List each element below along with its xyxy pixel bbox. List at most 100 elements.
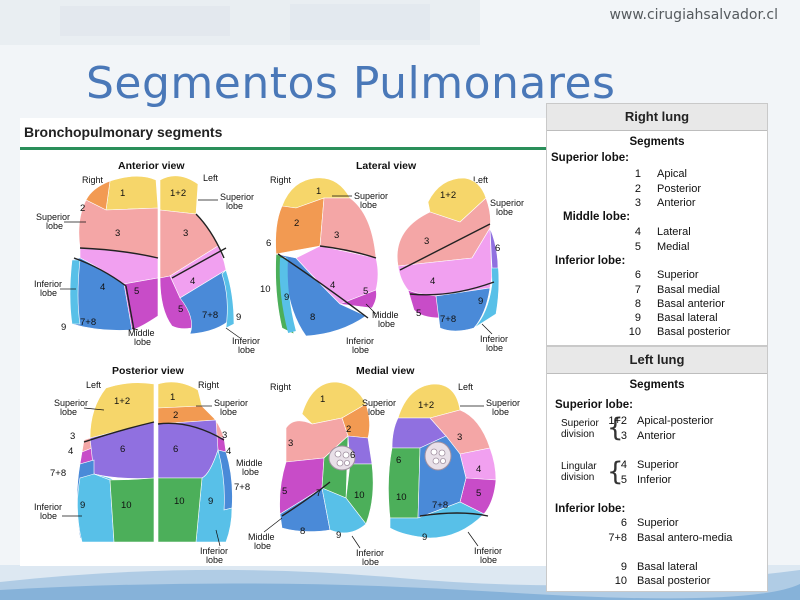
medial-right-lung: 1 2 3 5 6 7 8 9 10 — [279, 381, 374, 541]
segment-name: Posterior — [657, 183, 702, 195]
segment-name: Basal lateral — [637, 561, 698, 573]
segment-label: 1+2 — [170, 188, 186, 199]
segment-label: 9 — [208, 496, 213, 507]
segment-label: 7+8 — [440, 314, 456, 325]
segment-label: 9 — [336, 530, 341, 541]
callout-label: lobe — [46, 221, 63, 231]
segment-label: 1 — [320, 394, 325, 405]
division-label: Lingular division — [561, 461, 597, 483]
callout-label: lobe — [238, 345, 255, 355]
segment-name: Basal anterior — [657, 298, 725, 310]
posterior-view: Posterior view Left Right 1+2 3 4 6 7+8 … — [34, 365, 263, 565]
segment-label: 10 — [174, 496, 185, 507]
segment-label: 6 — [495, 243, 500, 254]
lateral-right-label: Right — [270, 175, 292, 185]
segment-name: Anterior — [637, 430, 676, 442]
anterior-left-label: Left — [203, 173, 219, 183]
segment-label: 7+8 — [80, 317, 96, 328]
segment-name: Anterior — [657, 197, 696, 209]
segment-label: 9 — [284, 292, 289, 303]
callout-label: Superior — [220, 192, 254, 202]
segment-label: 2 — [80, 203, 85, 214]
callout-label: Middle — [372, 310, 399, 320]
segment-label: 3 — [424, 236, 429, 247]
segment-name: Basal medial — [657, 284, 720, 296]
callout-label: lobe — [362, 557, 379, 566]
segment-name: Inferior — [637, 474, 672, 486]
callout-label: Middle — [248, 532, 275, 542]
callout-label: lobe — [486, 343, 503, 353]
segment-label: 7+8 — [202, 310, 218, 321]
posterior-right-lung: 1 2 3 4 6 7+8 9 10 — [157, 381, 250, 543]
segment-label: 5 — [363, 286, 368, 297]
segment-label: 7+8 — [432, 500, 448, 511]
segment-number: 10 — [614, 575, 627, 587]
segment-label: 3 — [457, 432, 462, 443]
segment-label: 4 — [68, 446, 73, 457]
segment-label: 9 — [422, 532, 427, 543]
lobe-heading: Superior lobe: — [555, 399, 633, 411]
left-lung-table: Left lung Segments Superior lobe: Superi… — [546, 346, 768, 592]
segment-label: 7 — [316, 488, 321, 499]
segment-number: 3 — [620, 430, 627, 442]
lateral-left-lung: 1+2 3 4 5 6 7+8 9 — [396, 177, 500, 332]
posterior-right-label: Right — [198, 380, 220, 390]
segment-label: 5 — [476, 488, 481, 499]
segment-label: 6 — [173, 444, 178, 455]
segments-title: Segments — [629, 379, 685, 391]
segment-label: 4 — [430, 276, 435, 287]
segment-number: 8 — [634, 298, 641, 310]
callout-label: Inferior — [480, 334, 508, 344]
lobe-heading: Inferior lobe: — [555, 255, 626, 267]
callout-label: Superior — [54, 398, 88, 408]
lobe-heading: Superior lobe: — [551, 152, 629, 164]
segment-label: 7+8 — [234, 482, 250, 493]
segment-label: 9 — [236, 312, 241, 323]
callout-label: Superior — [214, 398, 248, 408]
callout-label: lobe — [360, 200, 377, 210]
segment-label: 9 — [478, 296, 483, 307]
segment-label: 1+2 — [114, 396, 130, 407]
segment-label: 6 — [350, 450, 355, 461]
segment-number: 6 — [620, 517, 627, 529]
division-label: Superior division — [561, 418, 599, 440]
segment-label: 1 — [170, 392, 175, 403]
lateral-view: Lateral view Right Left 1 2 3 4 5 6 — [260, 160, 524, 355]
callout-label: Superior — [354, 191, 388, 201]
callout-label: Inferior — [474, 546, 502, 556]
segment-label: 10 — [354, 490, 365, 501]
medial-left-label: Left — [458, 382, 474, 392]
segment-label: 10 — [396, 492, 407, 503]
callout-label: lobe — [40, 288, 57, 298]
lobe-heading: Inferior lobe: — [555, 503, 626, 515]
callout-label: Inferior — [200, 546, 228, 556]
figure-heading: Bronchopulmonary segments — [24, 124, 223, 140]
lateral-view-title: Lateral view — [356, 160, 417, 172]
segment-number: 7+8 — [608, 532, 627, 544]
segment-label: 3 — [115, 228, 120, 239]
callout-label: lobe — [60, 407, 77, 417]
segment-label: 8 — [310, 312, 315, 323]
lobe-heading: Middle lobe: — [563, 211, 631, 223]
callout-label: Middle — [128, 328, 155, 338]
segment-label: 6 — [120, 444, 125, 455]
callout-label: lobe — [378, 319, 395, 329]
diagram-panel: Bronchopulmonary segments .lbl { font-si… — [20, 118, 547, 566]
segment-label: 3 — [70, 431, 75, 442]
segment-name: Superior — [657, 269, 699, 281]
medial-view: Medial view Right Left 1 — [248, 365, 520, 566]
segment-label: 4 — [330, 280, 335, 291]
slide-title: Segmentos Pulmonares — [86, 58, 616, 109]
callout-label: Superior — [362, 398, 396, 408]
anterior-right-label: Right — [82, 175, 104, 185]
segment-label: 3 — [222, 430, 227, 441]
segment-label: 6 — [266, 238, 271, 249]
segment-label: 6 — [396, 455, 401, 466]
